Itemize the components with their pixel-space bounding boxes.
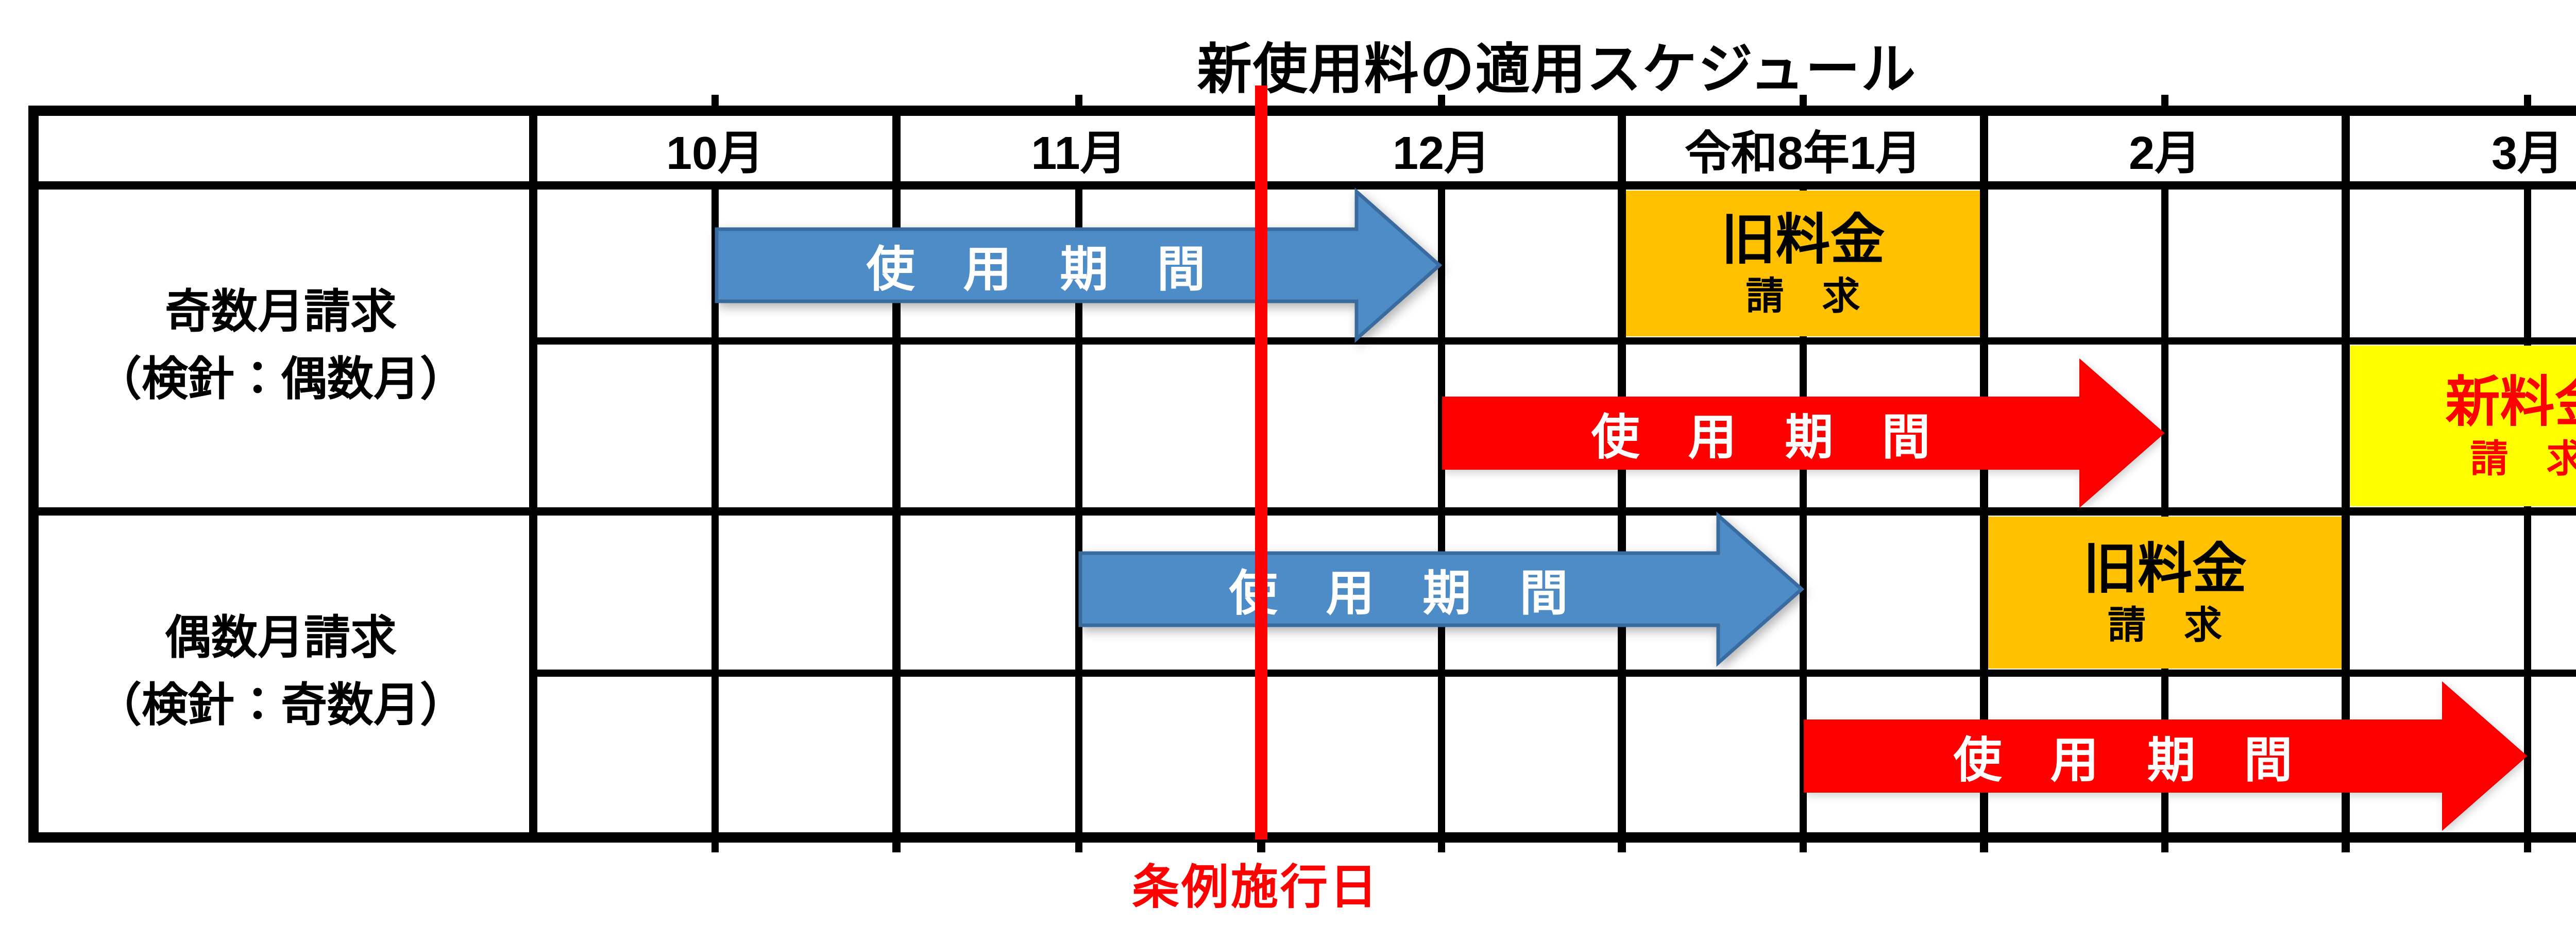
half-month-tick xyxy=(2161,95,2168,106)
label-column-line xyxy=(529,106,537,843)
usage-arrow-red-2: 使 用 期 間 xyxy=(1803,681,2528,831)
header-bottom-line xyxy=(28,181,2576,190)
group-divider-line xyxy=(28,507,2576,516)
table-border-bottom xyxy=(28,832,2576,843)
month-header-dec: 12月 xyxy=(1392,128,1491,179)
half-month-line xyxy=(1800,181,1807,852)
month-header-nov: 11月 xyxy=(1031,128,1127,179)
new-fee-box-mar: 新料金 請 求 xyxy=(2350,346,2576,506)
month-header-jan: 令和8年1月 xyxy=(1684,128,1922,179)
fee-box-line1: 旧料金 xyxy=(2083,538,2247,599)
half-month-line xyxy=(1075,181,1082,852)
group-label-line1: 偶数月請求 xyxy=(165,612,397,664)
enforcement-date-label: 条例施行日 xyxy=(1131,861,1380,914)
month-header-feb: 2月 xyxy=(2128,128,2201,179)
group-label-line2: （検針：偶数月） xyxy=(95,353,466,405)
right-arrow-shape xyxy=(1804,681,2528,831)
group-label-even-months: 偶数月請求 （検針：奇数月） xyxy=(95,605,466,739)
table-border-left xyxy=(28,106,39,843)
half-month-tick xyxy=(711,95,719,106)
right-arrow-shape xyxy=(715,187,1443,343)
usage-arrow-blue-2: 使 用 期 間 xyxy=(1078,511,1805,667)
group-label-odd-months: 奇数月請求 （検針：偶数月） xyxy=(95,279,466,413)
old-fee-box-jan: 旧料金 請 求 xyxy=(1626,191,1980,336)
half-month-tick xyxy=(1075,95,1082,106)
row1-sub-divider xyxy=(533,337,2576,345)
month-line-jan-feb xyxy=(1980,106,1988,852)
right-arrow-shape xyxy=(1442,358,2165,508)
fee-box-line2: 請 求 xyxy=(2108,604,2222,647)
month-line-dec-jan xyxy=(1618,106,1626,852)
page-title: 新使用料の適用スケジュール xyxy=(1197,39,1917,100)
row2-sub-divider xyxy=(533,670,2576,677)
half-month-line xyxy=(1438,181,1445,852)
fee-box-line2: 請 求 xyxy=(2470,437,2576,480)
table-border-top xyxy=(28,106,2576,116)
half-month-line xyxy=(711,181,719,852)
right-arrow-shape xyxy=(1078,511,1805,667)
month-line-feb-mar xyxy=(2342,106,2350,852)
fee-box-line2: 請 求 xyxy=(1745,275,1860,318)
half-month-tick xyxy=(1800,95,1807,106)
usage-arrow-blue-1: 使 用 期 間 xyxy=(715,187,1443,343)
usage-arrow-label: 使 用 期 間 xyxy=(1591,410,1930,464)
fee-box-line1: 新料金 xyxy=(2445,372,2576,433)
half-month-tick xyxy=(2524,95,2531,106)
enforcement-date-line xyxy=(1255,85,1267,840)
usage-arrow-label: 使 用 期 間 xyxy=(866,242,1206,296)
group-label-line1: 奇数月請求 xyxy=(165,286,397,338)
month-header-oct: 10月 xyxy=(666,128,765,179)
old-fee-box-feb: 旧料金 請 求 xyxy=(1988,517,2342,669)
usage-arrow-red-1: 使 用 期 間 xyxy=(1442,358,2165,508)
fee-box-line1: 旧料金 xyxy=(1721,209,1885,270)
usage-arrow-label: 使 用 期 間 xyxy=(1953,733,2293,787)
month-header-mar: 3月 xyxy=(2491,128,2564,179)
usage-arrow-label: 使 用 期 間 xyxy=(1229,566,1568,620)
group-label-line2: （検針：奇数月） xyxy=(95,679,466,731)
half-month-tick xyxy=(1438,95,1445,106)
